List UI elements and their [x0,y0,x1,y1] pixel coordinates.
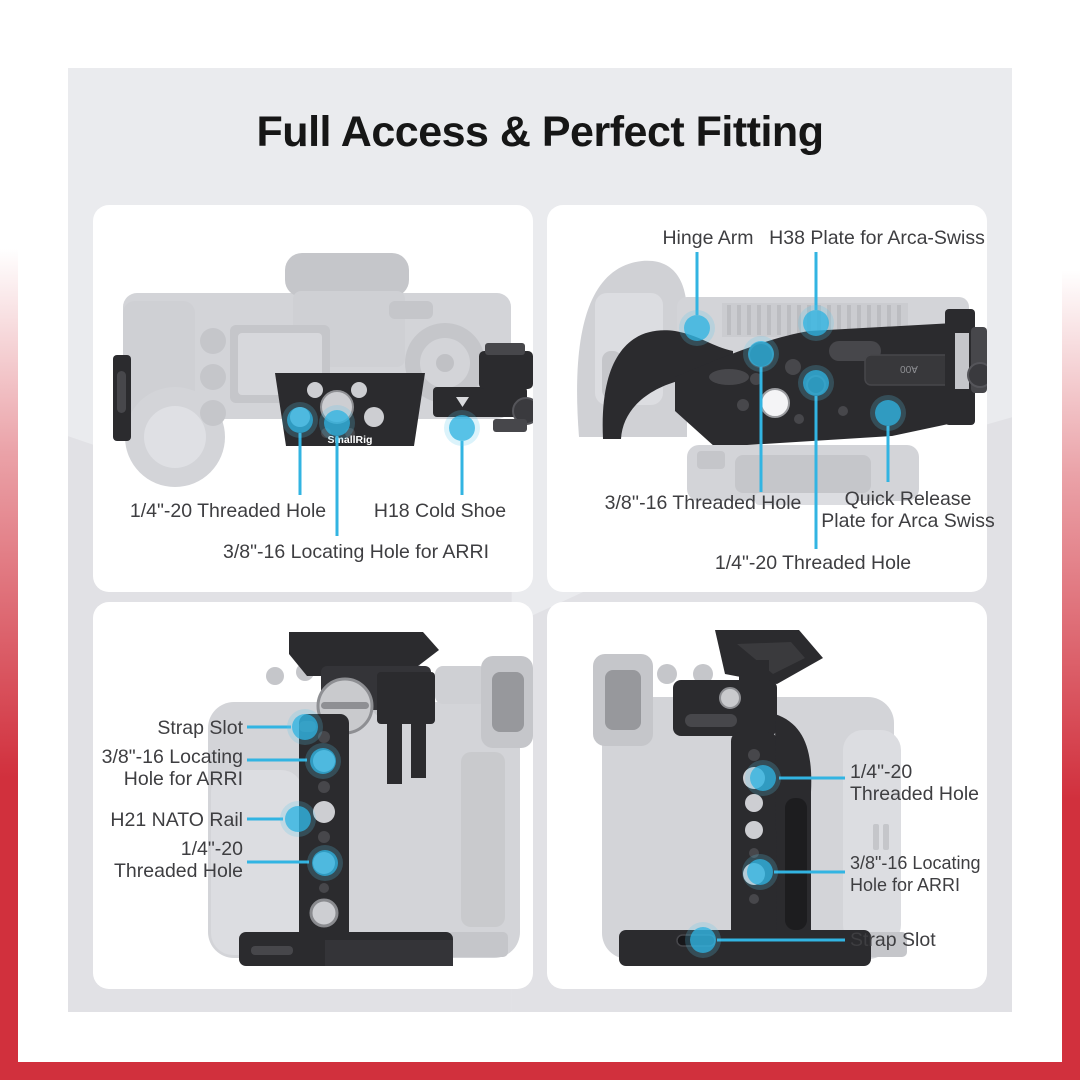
callout-line [298,433,302,495]
callout-dot-quarter-20 [750,765,776,791]
callout-line [814,396,818,549]
callout-label-quarter-20: 1/4"-20 Threaded Hole [850,761,979,805]
callout-line [247,860,309,864]
callout-line [247,817,283,821]
callout-label-quarter-20: 1/4"-20 Threaded Hole [114,838,243,882]
red-stripe-right [1062,0,1080,1080]
callout-label-arri-locating: 3/8"-16 Locating Hole for ARRI [850,853,981,895]
callout-line [814,252,818,310]
callout-line [247,758,307,762]
callout-label-arri-locating: 3/8"-16 Locating Hole for ARRI [101,746,243,790]
callout-dot-h38-plate [803,310,829,336]
cage-side-rail [239,632,453,966]
camera-body-top [123,253,511,487]
callout-label-nato-rail: H21 NATO Rail [110,809,243,831]
callout-label-strap-slot: Strap Slot [850,929,936,951]
panel-bottom-plate-view: A00 Hinge Arm H38 Plate for Arca-Swiss 3… [547,205,995,592]
camera-left-side-illustration [208,632,533,966]
callout-line [717,938,845,942]
callout-line [695,252,699,315]
callout-dot-nato-rail [285,806,311,832]
callout-label-hinge-arm: Hinge Arm [662,227,754,249]
panel-left-side-view: Strap Slot 3/8"-16 Locating Hole for ARR… [93,602,533,989]
callout-line [759,367,763,492]
callout-dot-hinge-arm [684,315,710,341]
callout-line [774,870,845,874]
plate-engraving: A00 [900,363,918,374]
smallrig-engraving: SmallRig [328,434,373,446]
callout-dot-arri-locating [324,410,350,436]
cage-side-rail-right [619,630,871,966]
callout-label-quarter-20: 1/4"-20 Threaded Hole [714,552,912,574]
callout-label-arri-locating: 3/8"-16 Locating Hole for ARRI [223,541,489,563]
camera-bottom-gray [687,445,919,505]
callout-dot-quarter-20 [312,850,338,876]
red-stripe-left [0,0,18,1080]
callout-dot-quarter-20 [287,407,313,433]
callout-label-h38-plate: H38 Plate for Arca-Swiss [769,227,985,249]
callout-dot-strap-slot [292,714,318,740]
callout-line [779,776,845,780]
callout-label-quick-release: Quick Release Plate for Arca Swiss [821,488,995,532]
callout-label-cold-shoe: H18 Cold Shoe [373,500,507,522]
callout-label-strap-slot: Strap Slot [157,717,243,739]
callout-line [247,725,291,729]
callout-line [335,436,339,536]
camera-bottom-view-illustration: A00 [577,260,987,505]
callout-line [460,441,464,495]
callout-dot-cold-shoe [449,415,475,441]
callout-dot-strap-slot [690,927,716,953]
panel-right-side-view: 1/4"-20 Threaded Hole 3/8"-16 Locating H… [547,602,987,989]
red-bar-bottom [0,1062,1080,1080]
callout-label-three-eighth: 3/8''-16 Threaded Hole [604,492,802,514]
page-title: Full Access & Perfect Fitting [256,108,824,156]
panel-top-plate-view: SmallRig 1/4"-20 Threaded Hole H18 Cold … [93,205,533,592]
callout-dot-arri-locating [747,859,773,885]
callout-dot-quarter-20 [803,370,829,396]
callout-label-quarter-20: 1/4"-20 Threaded Hole [129,500,327,522]
callout-line [886,426,890,482]
camera-right-side-illustration [593,630,907,966]
callout-dot-three-eighth [748,341,774,367]
camera-top-view-illustration: SmallRig [113,253,533,487]
callout-dot-quick-release [875,400,901,426]
callout-dot-arri-locating [310,748,336,774]
